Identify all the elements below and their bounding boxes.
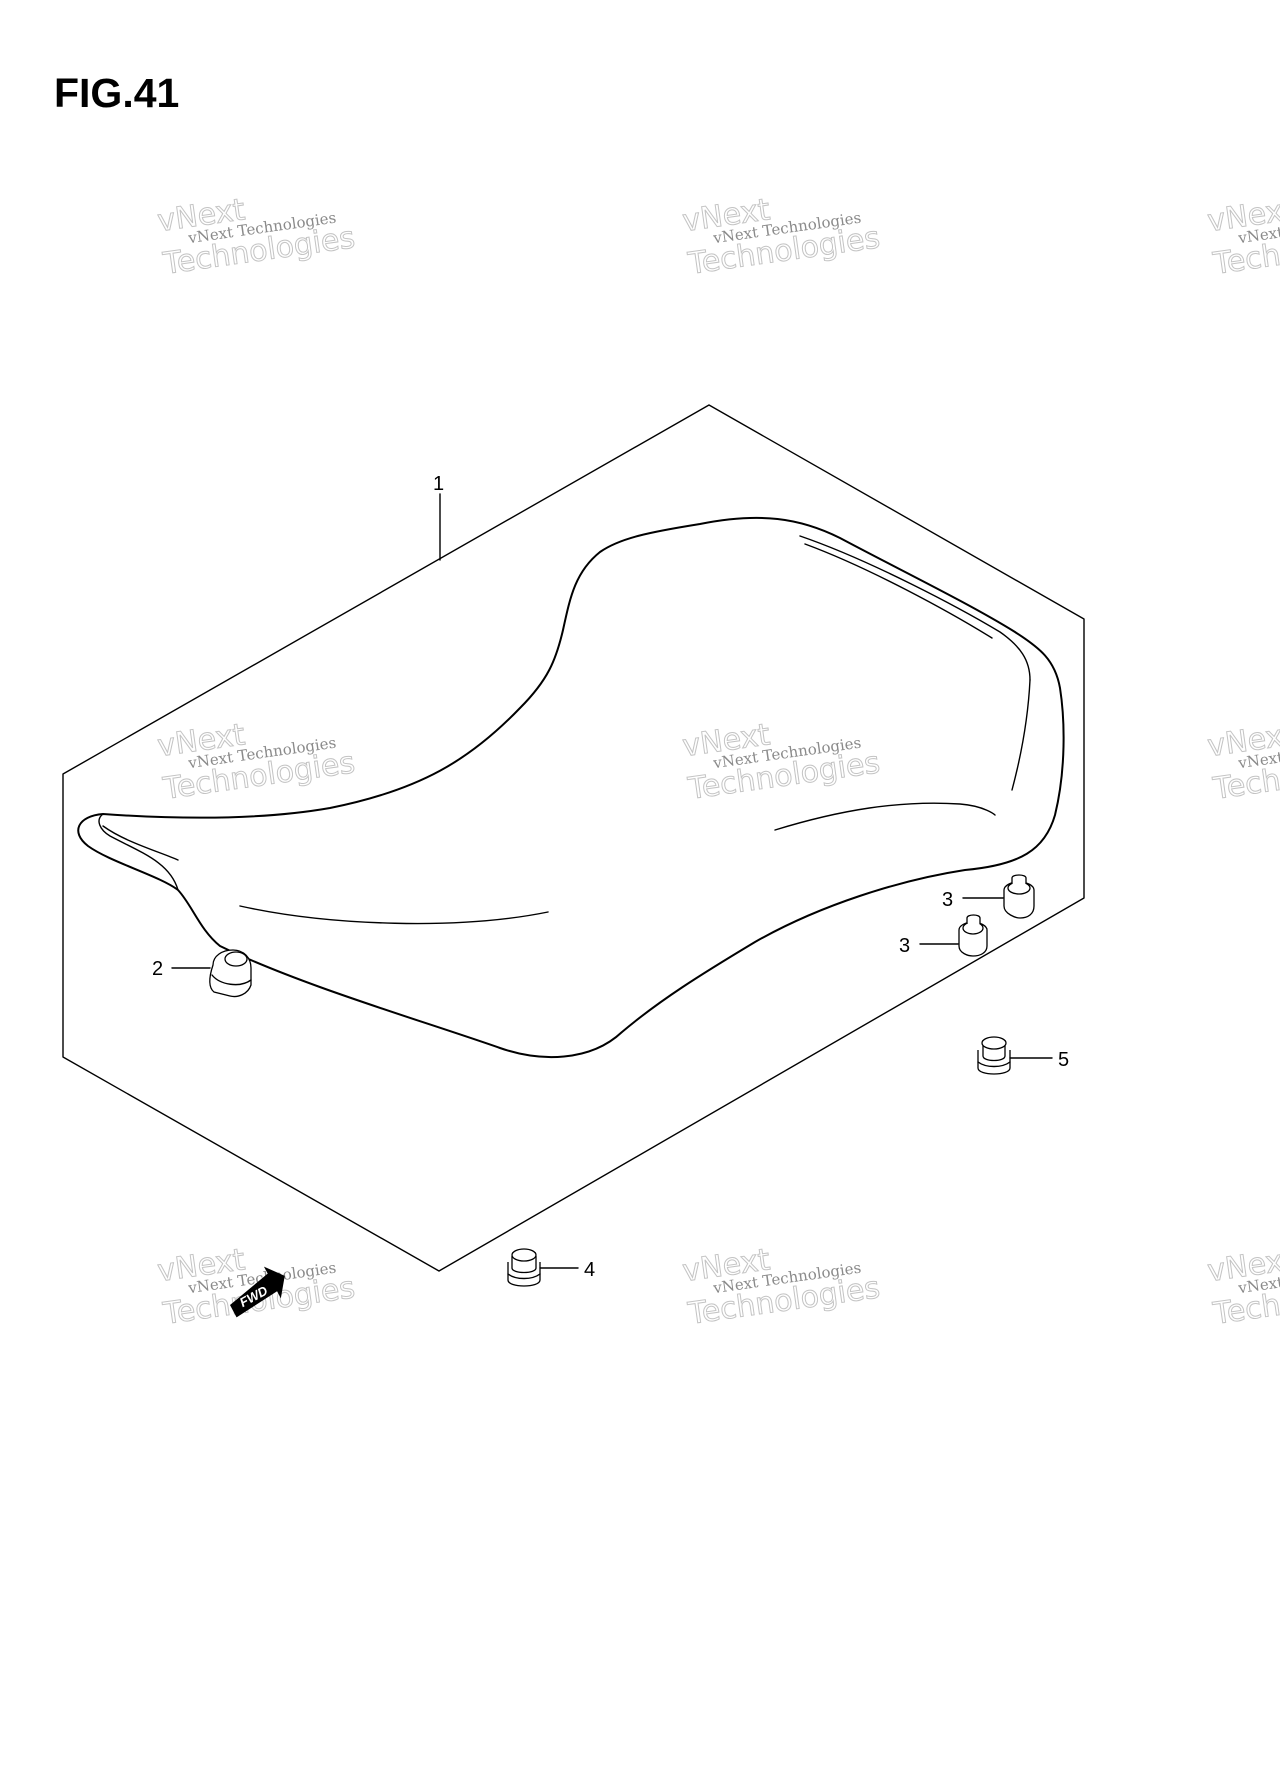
- watermark-bottom-right: vNext vNext Technologies Technologies: [1205, 1242, 1280, 1333]
- part-2-cushion: [209, 949, 252, 998]
- watermark-middle-left: vNext vNext Technologies Technologies: [155, 717, 358, 808]
- watermark-bottom-left: vNext vNext Technologies Technologies: [155, 1242, 358, 1333]
- seat-assembly: [77, 516, 1065, 1059]
- watermark-bottom-center: vNext vNext Technologies Technologies: [680, 1242, 883, 1333]
- part-3-upper-cushion: [1003, 874, 1035, 919]
- callout-3b-label: 3: [899, 935, 910, 957]
- part-5-damper: [977, 1036, 1011, 1075]
- part-4-damper: [507, 1248, 541, 1287]
- fwd-arrow-icon: FWD: [230, 1266, 285, 1318]
- watermark-middle-center: vNext vNext Technologies Technologies: [680, 717, 883, 808]
- part-3-lower-cushion: [958, 914, 988, 957]
- callout-1-label: 1: [433, 473, 444, 495]
- assembly-boundary: [62, 404, 1085, 1272]
- callout-2-label: 2: [152, 958, 163, 980]
- callout-3a-label: 3: [942, 889, 953, 911]
- callout-4-label: 4: [584, 1259, 595, 1281]
- watermark-top-center: vNext vNext Technologies Technologies: [680, 192, 883, 283]
- watermark-middle-right: vNext vNext Technologies Technologies: [1205, 717, 1280, 808]
- figure-title: FIG.41: [54, 70, 180, 116]
- watermark-top-left: vNext vNext Technologies Technologies: [155, 192, 358, 283]
- callout-5-label: 5: [1058, 1049, 1069, 1071]
- watermark-top-right: vNext vNext Technologies Technologies: [1205, 192, 1280, 283]
